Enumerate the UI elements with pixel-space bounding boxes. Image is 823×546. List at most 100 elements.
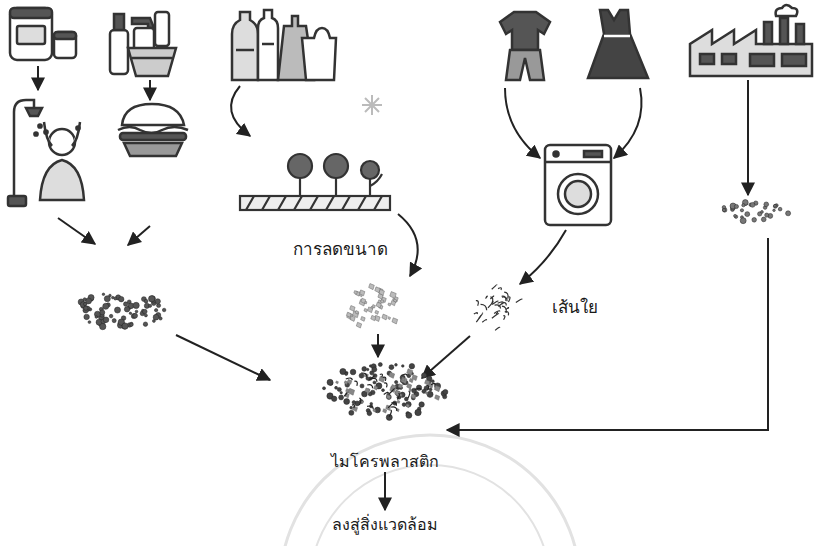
- sun-symbol: [362, 95, 382, 115]
- particle-clusters: [149, 296, 155, 302]
- particle-clusters: [350, 369, 356, 375]
- particle-clusters: [114, 297, 117, 300]
- particle-clusters: [482, 320, 486, 323]
- particle-clusters: [422, 373, 427, 378]
- shower-person-icon: [40, 160, 84, 200]
- particle-clusters: [492, 285, 497, 289]
- flow-arrow: [377, 334, 379, 357]
- particle-clusters: [124, 307, 129, 312]
- cosmetic-jar-icon: [10, 8, 52, 18]
- particle-clusters: [397, 400, 400, 403]
- toiletries-icon: [110, 30, 128, 74]
- particle-clusters: [84, 314, 89, 319]
- particle-clusters: [374, 386, 378, 390]
- flow-arrow: [747, 80, 749, 195]
- flow-arrow: [384, 472, 386, 510]
- particle-clusters: [356, 322, 361, 328]
- factory-icon: [700, 54, 714, 64]
- flow-arrow: [37, 66, 39, 90]
- clothes-icon: [588, 10, 648, 78]
- particle-clusters: [103, 303, 109, 309]
- shower-person-icon: [34, 132, 37, 135]
- plastic-waste-icon: [236, 49, 254, 52]
- particle-clusters: [389, 389, 394, 394]
- particle-clusters: [406, 402, 412, 408]
- particle-clusters: [734, 215, 737, 218]
- clothes-icon: [604, 35, 630, 38]
- particle-clusters: [352, 405, 355, 408]
- flow-arrow: [176, 335, 270, 380]
- shower-person-icon: [49, 129, 75, 155]
- particle-clusters: [367, 411, 372, 416]
- particle-clusters: [103, 317, 109, 323]
- particle-clusters: [153, 314, 159, 320]
- flow-arrow: [422, 230, 566, 378]
- flow-arrow: [422, 336, 470, 378]
- particle-clusters: [84, 306, 88, 310]
- ground-trees-icon: [240, 154, 390, 210]
- particle-clusters: [502, 296, 506, 301]
- washing-machine-icon: [545, 145, 611, 225]
- particle-clusters: [394, 380, 397, 383]
- particle-clusters: [431, 380, 434, 383]
- flow-arrow: [58, 218, 270, 380]
- particle-clusters: [119, 296, 124, 301]
- particle-clusters: [369, 284, 375, 290]
- particle-clusters: [401, 377, 407, 384]
- particle-clusters: [492, 313, 499, 318]
- particle-clusters: [359, 373, 364, 378]
- toiletries-icon: [110, 12, 176, 76]
- particle-clusters: [157, 304, 161, 308]
- particle-clusters: [381, 300, 384, 304]
- particle-clusters: [383, 409, 387, 413]
- node-label: ลงสู่สิ่งแวดล้อม: [332, 515, 438, 535]
- factory-icon: [764, 22, 772, 44]
- particle-clusters: [481, 304, 487, 310]
- flow-arrow: [505, 88, 540, 158]
- particle-clusters: [435, 395, 440, 400]
- particle-clusters: [340, 391, 342, 393]
- flow-arrow: [378, 214, 418, 357]
- washing-machine-icon: [545, 161, 611, 164]
- particle-clusters: [83, 298, 86, 301]
- particle-clusters: [345, 372, 348, 375]
- particle-clusters: [143, 322, 147, 326]
- particle-clusters: [434, 385, 440, 391]
- microplastic-node: ไมโครพลาสติก: [305, 352, 465, 472]
- washing-machine-icon: [545, 145, 611, 225]
- flow-arrow: [231, 86, 250, 136]
- particle-clusters: [133, 313, 138, 318]
- clothes-icon: [500, 10, 648, 80]
- particle-clusters: [761, 211, 764, 214]
- particle-clusters: [389, 410, 391, 417]
- particle-clusters: [122, 323, 128, 329]
- particle-clusters: [392, 318, 398, 324]
- particle-clusters: [761, 217, 766, 222]
- fiber-label: เส้นใย: [540, 296, 610, 318]
- watermark-seal: [280, 435, 580, 546]
- particle-clusters: [391, 407, 397, 411]
- particle-clusters: [401, 374, 406, 376]
- particle-clusters: [765, 213, 769, 217]
- particle-clusters: [367, 406, 373, 409]
- flow-arrow: [231, 86, 250, 136]
- particle-clusters: [347, 379, 352, 384]
- toiletries-icon: [134, 28, 154, 50]
- particle-clusters: [502, 306, 506, 313]
- particle-clusters: [429, 388, 432, 391]
- toiletries-icon: [132, 57, 172, 60]
- particle-clusters: [376, 302, 381, 308]
- toiletries-icon: [114, 14, 124, 30]
- flow-arrow: [38, 66, 150, 100]
- particle-clusters: [773, 204, 777, 208]
- particle-clusters: [102, 293, 105, 296]
- shower-person-icon: [76, 126, 79, 129]
- particle-clusters: [362, 367, 367, 372]
- particle-clusters: [109, 314, 113, 318]
- particle-clusters: [95, 316, 98, 319]
- particle-clusters: [359, 290, 364, 296]
- flow-arrow: [149, 80, 151, 100]
- particle-clusters: [419, 402, 424, 407]
- factory-icon: [776, 5, 798, 16]
- particle-clusters: [406, 404, 409, 408]
